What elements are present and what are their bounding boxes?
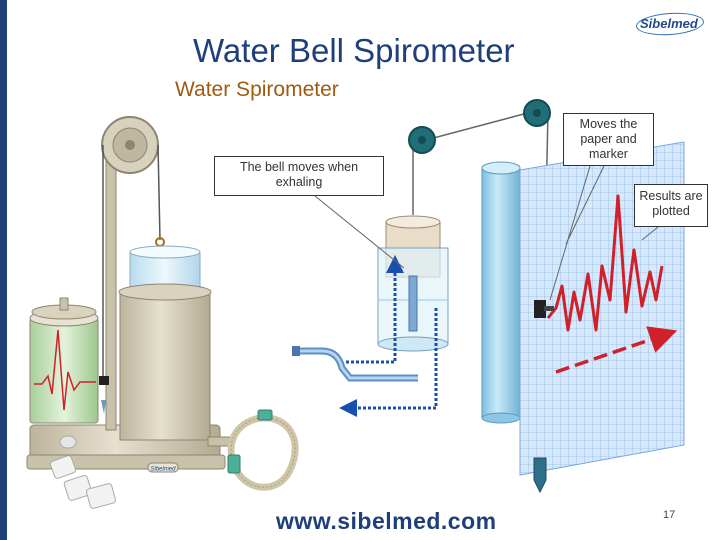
- sibelmed-logo: Sibelmed: [640, 16, 698, 31]
- slide-subtitle: Water Spirometer: [175, 78, 339, 101]
- volume-trace: [546, 194, 664, 332]
- recording-drum: [481, 161, 521, 424]
- slide-accent-bar: [0, 0, 7, 540]
- slide-title: Water Bell Spirometer: [193, 32, 515, 69]
- schematic-bell: [292, 99, 551, 491]
- footer-url: www.sibelmed.com: [276, 508, 497, 534]
- pen-marker: [534, 300, 546, 318]
- callout-results-plotted: Results are plotted: [634, 184, 708, 227]
- callout-moves-paper: Moves the paper and marker: [563, 113, 654, 166]
- callout-bell-moves: The bell moves when exhaling: [214, 156, 384, 196]
- spirometer-device: [26, 116, 299, 509]
- page-number: 17: [663, 509, 676, 521]
- device-badge-label: Sibelmed: [150, 467, 176, 473]
- counterweight: [533, 457, 547, 494]
